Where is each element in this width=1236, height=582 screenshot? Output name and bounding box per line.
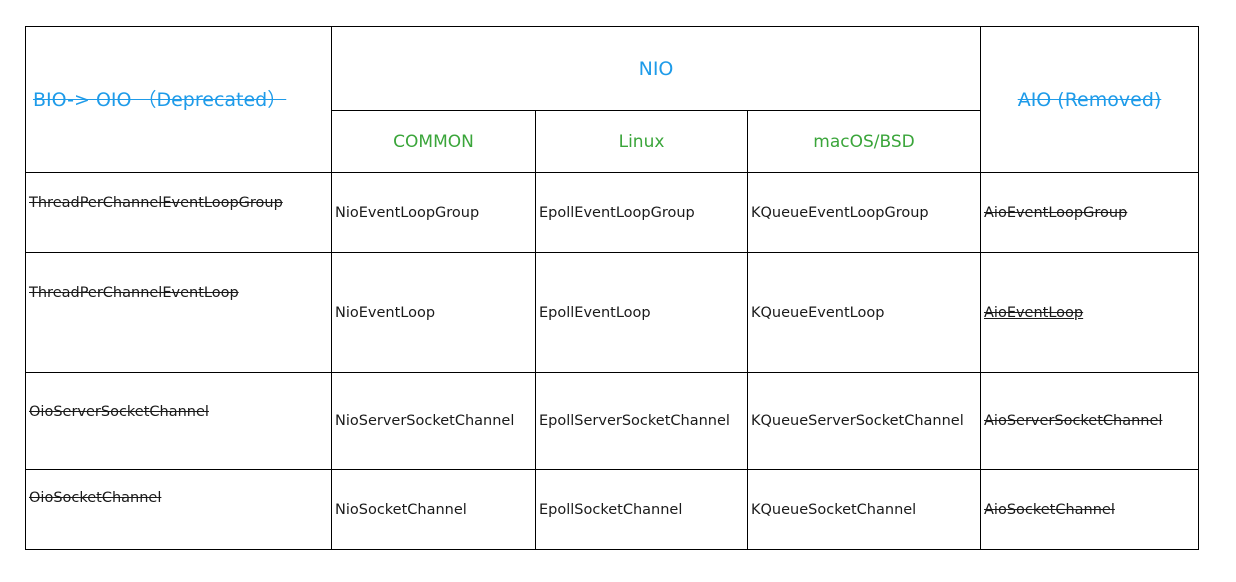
oio-class-name: ThreadPerChannelEventLoop — [29, 285, 239, 301]
oio-class-name: OioServerSocketChannel — [29, 404, 209, 420]
common-class-name: NioServerSocketChannel — [335, 413, 515, 429]
header-bio-cell: BIO-> OIO （Deprecated） — [25, 26, 332, 173]
aio-cell: AioServerSocketChannel — [980, 372, 1199, 470]
macos-class-name: KQueueSocketChannel — [751, 501, 917, 518]
macos-cell: KQueueEventLoopGroup — [747, 172, 981, 253]
linux-class-name: EpollServerSocketChannel — [539, 413, 730, 429]
header-linux-cell: Linux — [535, 110, 748, 173]
header-common-label: COMMON — [393, 131, 474, 152]
header-row-top: BIO-> OIO （Deprecated） NIO AIO (Removed) — [25, 26, 1199, 173]
common-cell: NioSocketChannel — [331, 469, 536, 550]
header-nio-label: NIO — [638, 57, 674, 80]
linux-cell: EpollEventLoopGroup — [535, 172, 748, 253]
header-row-sub: COMMON Linux macOS/BSD — [26, 110, 1199, 173]
linux-cell: EpollServerSocketChannel — [535, 372, 748, 470]
header-aio-label: AIO (Removed) — [1017, 88, 1162, 111]
header-aio-cell: AIO (Removed) — [980, 26, 1199, 173]
macos-cell: KQueueEventLoop — [747, 252, 981, 373]
header-common-cell: COMMON — [331, 110, 536, 173]
aio-cell: AioSocketChannel — [980, 469, 1199, 550]
aio-class-name: AioSocketChannel — [984, 501, 1115, 518]
table-row: ThreadPerChannelEventLoop NioEventLoop E… — [25, 252, 1199, 373]
header-macos-cell: macOS/BSD — [747, 110, 981, 173]
header-bio-label: BIO-> OIO （Deprecated） — [33, 89, 287, 111]
oio-cell: OioServerSocketChannel — [25, 372, 332, 470]
oio-cell: OioSocketChannel — [25, 469, 332, 550]
oio-class-name: OioSocketChannel — [29, 490, 162, 506]
macos-cell: KQueueSocketChannel — [747, 469, 981, 550]
linux-cell: EpollSocketChannel — [535, 469, 748, 550]
table-row: ThreadPerChannelEventLoopGroup NioEventL… — [25, 172, 1199, 253]
table-row: OioSocketChannel NioSocketChannel EpollS… — [25, 469, 1199, 550]
header-linux-label: Linux — [618, 131, 665, 152]
aio-class-name: AioServerSocketChannel — [984, 413, 1163, 429]
common-class-name: NioSocketChannel — [335, 501, 467, 518]
common-cell: NioEventLoopGroup — [331, 172, 536, 253]
macos-cell: KQueueServerSocketChannel — [747, 372, 981, 470]
common-class-name: NioEventLoop — [335, 304, 436, 321]
common-class-name: NioEventLoopGroup — [335, 204, 480, 221]
common-cell: NioEventLoop — [331, 252, 536, 373]
oio-cell: ThreadPerChannelEventLoopGroup — [25, 172, 332, 253]
oio-class-name: ThreadPerChannelEventLoopGroup — [29, 195, 283, 211]
macos-class-name: KQueueEventLoop — [751, 304, 885, 321]
transport-comparison-table: BIO-> OIO （Deprecated） NIO AIO (Removed)… — [25, 26, 1199, 550]
linux-class-name: EpollEventLoop — [539, 304, 651, 321]
aio-cell: AioEventLoopGroup — [980, 172, 1199, 253]
common-cell: NioServerSocketChannel — [331, 372, 536, 470]
table-row: OioServerSocketChannel NioServerSocketCh… — [25, 372, 1199, 470]
linux-class-name: EpollEventLoopGroup — [539, 204, 695, 221]
aio-class-name: AioEventLoopGroup — [984, 204, 1128, 221]
header-macos-label: macOS/BSD — [813, 131, 915, 152]
macos-class-name: KQueueEventLoopGroup — [751, 204, 929, 221]
aio-cell: AioEventLoop — [980, 252, 1199, 373]
oio-cell: ThreadPerChannelEventLoop — [25, 252, 332, 373]
linux-class-name: EpollSocketChannel — [539, 501, 683, 518]
linux-cell: EpollEventLoop — [535, 252, 748, 373]
macos-class-name: KQueueServerSocketChannel — [751, 413, 964, 429]
header-nio-cell: NIO — [331, 26, 981, 111]
aio-class-name: AioEventLoop — [984, 304, 1084, 321]
